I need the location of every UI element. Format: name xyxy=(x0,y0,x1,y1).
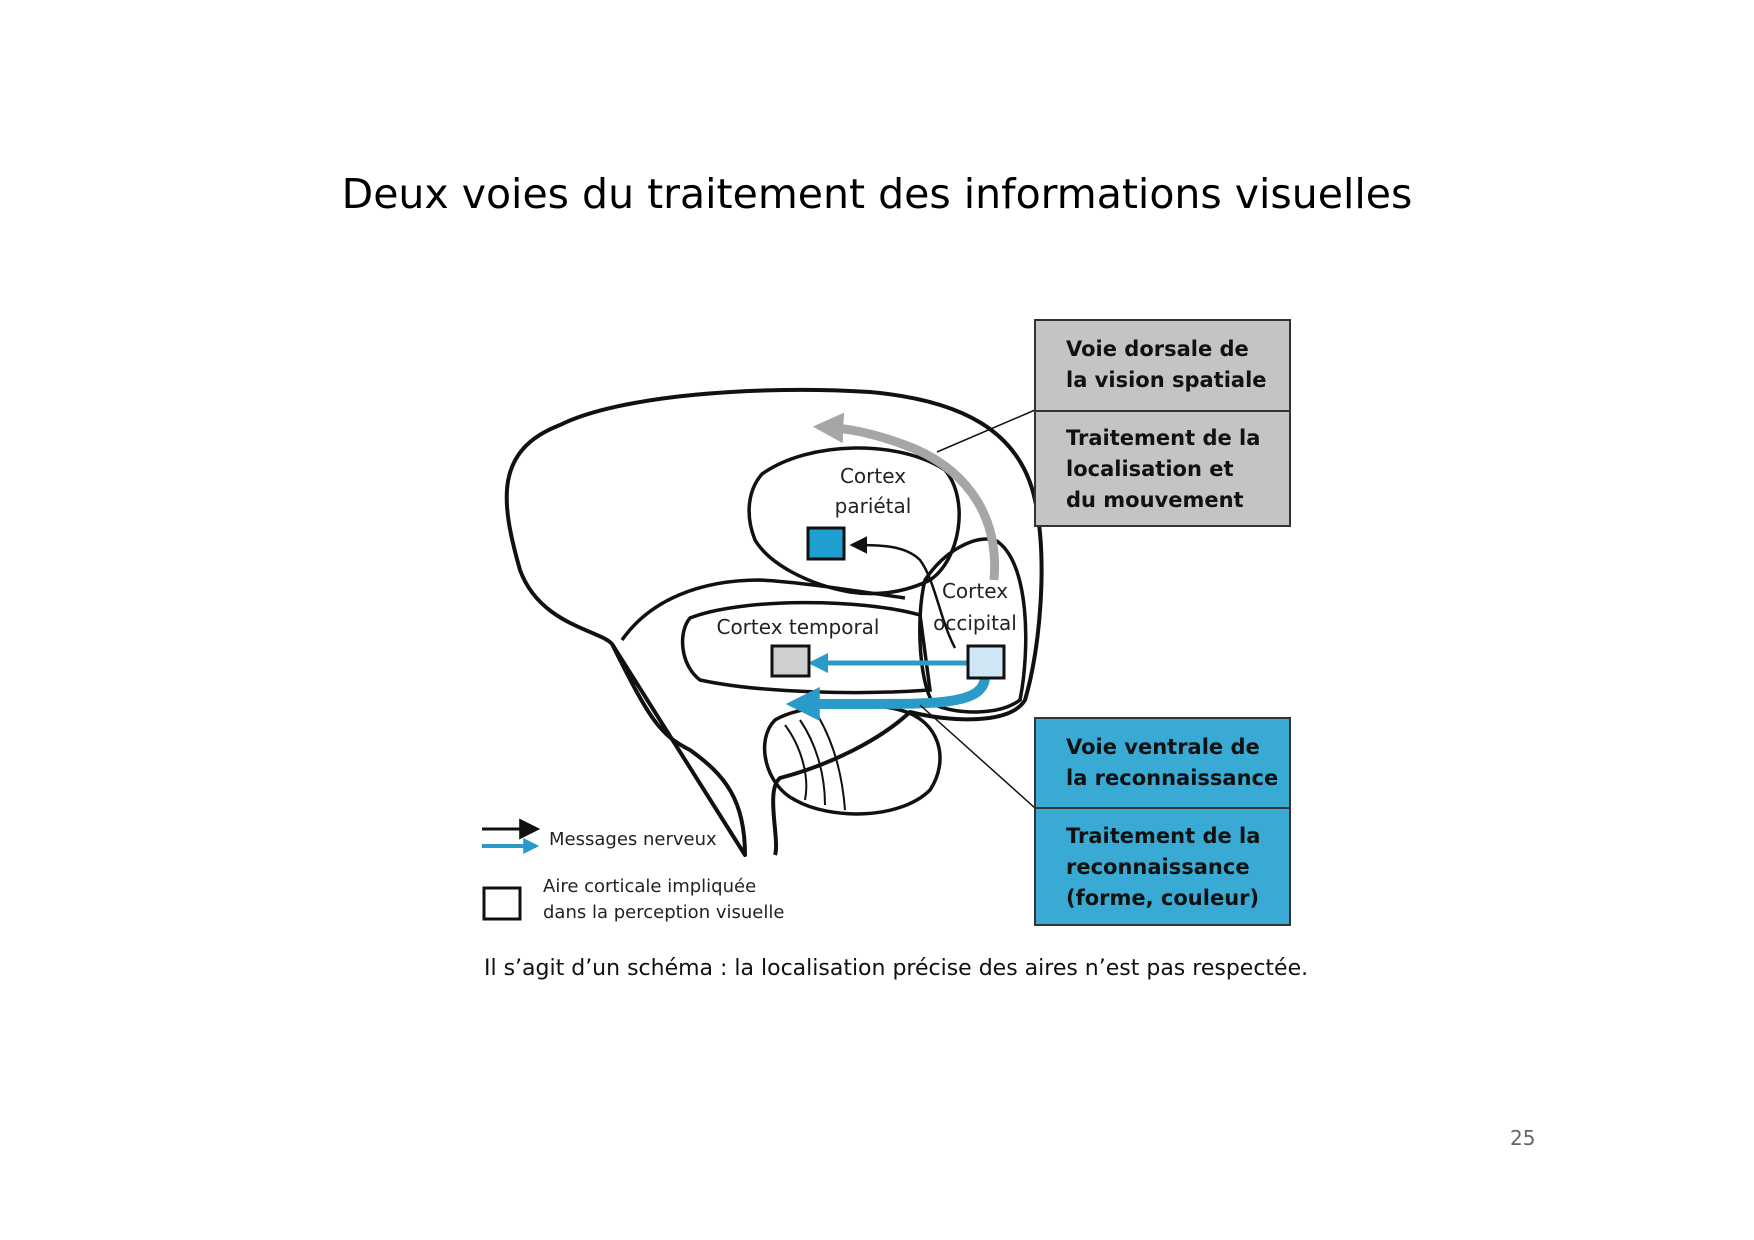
dorsal-header-line1: Voie dorsale de xyxy=(1066,337,1249,361)
ventral-pathway-box: Voie ventrale de la reconnaissance Trait… xyxy=(1034,717,1291,926)
temporal-label: Cortex temporal xyxy=(716,615,879,639)
legend-area-line1: Aire corticale impliquée xyxy=(543,876,756,897)
legend-area-line2: dans la perception visuelle xyxy=(543,902,784,923)
legend-arrows-label: Messages nerveux xyxy=(549,829,717,850)
temporal-region-outline xyxy=(680,600,932,695)
ventral-body-line3: (forme, couleur) xyxy=(1066,886,1259,910)
temporal-area-square xyxy=(770,644,811,678)
parietal-label-line2: pariétal xyxy=(835,494,912,518)
cerebellum-folds xyxy=(784,715,846,811)
ventral-body-line1: Traitement de la xyxy=(1066,824,1260,848)
lobe-band-outline xyxy=(620,578,906,642)
cerebellum-outline xyxy=(762,703,942,816)
ventral-header-line1: Voie ventrale de xyxy=(1066,735,1260,759)
parietal-label-line1: Cortex xyxy=(840,464,906,488)
dorsal-connector-line xyxy=(936,409,1036,453)
dorsal-header-line2: la vision spatiale xyxy=(1066,368,1267,392)
brain-outline xyxy=(504,387,1044,857)
ventral-pathway-arrow xyxy=(785,675,990,722)
dorsal-pathway-box: Voie dorsale de la vision spatiale Trait… xyxy=(1034,319,1291,527)
ventral-body-line2: reconnaissance xyxy=(1066,855,1250,879)
parietal-region-outline xyxy=(747,446,961,596)
parietal-area-square xyxy=(806,526,846,561)
ventral-header-line2: la reconnaissance xyxy=(1066,766,1278,790)
legend: Messages nerveux Aire corticale impliqué… xyxy=(482,818,784,923)
occipital-region-outline xyxy=(918,537,1028,714)
dorsal-pathway-arrow xyxy=(812,412,1000,581)
slide-title: Deux voies du traitement des information… xyxy=(341,170,1413,218)
dorsal-body-line1: Traitement de la xyxy=(1066,426,1260,450)
ventral-connector-line xyxy=(919,704,1036,809)
dorsal-body-line2: localisation et xyxy=(1066,457,1234,481)
occipital-area-square xyxy=(966,644,1006,680)
diagram-caption: Il s’agit d’un schéma : la localisation … xyxy=(484,956,1308,981)
page-number: 25 xyxy=(1510,1126,1536,1150)
occipital-label-line1: Cortex xyxy=(942,579,1008,603)
occipital-label-line2: occipital xyxy=(933,611,1017,635)
legend-area-square xyxy=(482,886,522,921)
nerve-message-arrow-dorsal xyxy=(849,536,957,649)
dorsal-body-line3: du mouvement xyxy=(1066,488,1244,512)
